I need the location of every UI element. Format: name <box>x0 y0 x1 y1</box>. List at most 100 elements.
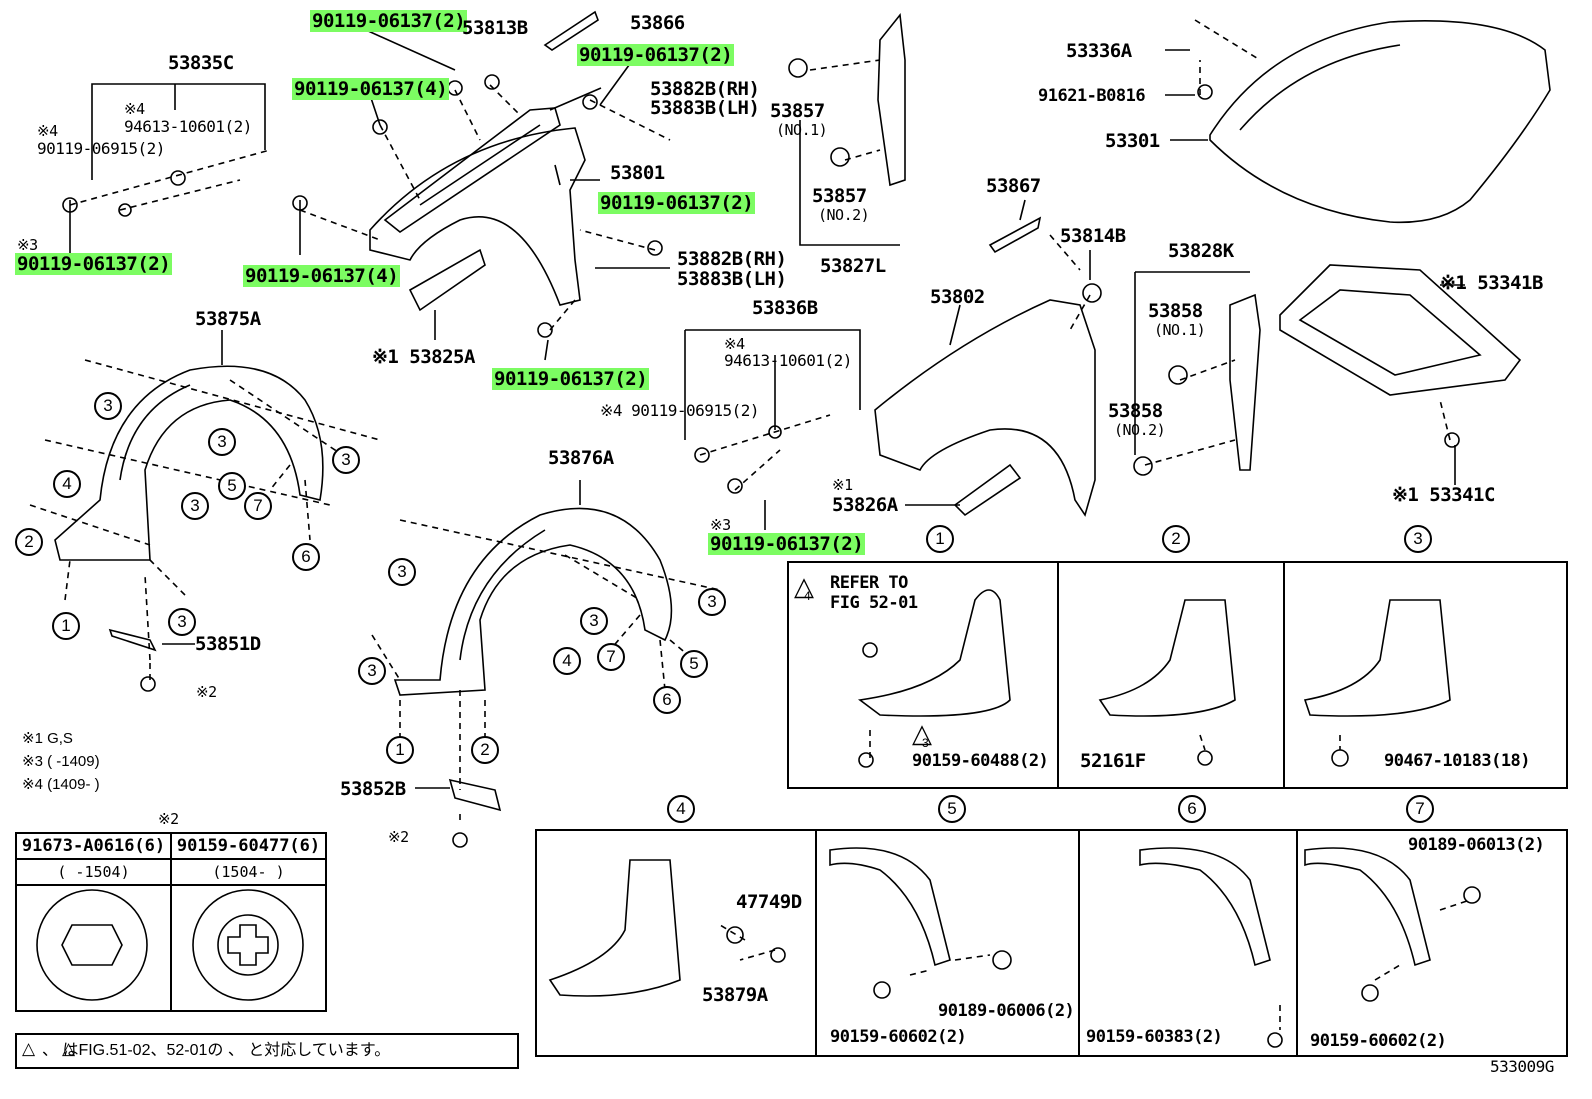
part-label-90119-06137[interactable]: 90119-06137(2) <box>708 533 866 555</box>
part-label-90159-60383: 90159-60383(2) <box>1086 1027 1223 1047</box>
mark-2: ※2 <box>196 683 217 701</box>
detail-circle-4: 4 <box>667 795 695 823</box>
detail-circle-1: 1 <box>926 525 954 553</box>
part-label-no1: (NO.1) <box>1154 321 1206 339</box>
ref-circle-1: 1 <box>386 736 414 764</box>
ref-circle-3: 3 <box>168 608 196 636</box>
tri3-icon: △ <box>912 718 932 748</box>
detail-divider <box>815 829 817 1055</box>
part-label-53851D: 53851D <box>195 633 261 655</box>
part-label-53876A: 53876A <box>548 447 614 469</box>
detail-box-upper <box>787 561 1568 789</box>
part-label-53828K: 53828K <box>1168 240 1234 262</box>
note-1: ※1 G,S <box>22 730 73 747</box>
fastener-image-1 <box>15 884 172 1012</box>
part-label-53857: 53857 <box>812 185 867 207</box>
part-label-53857: 53857 <box>770 100 825 122</box>
part-label-52161F: 52161F <box>1080 750 1146 772</box>
part-label-53866: 53866 <box>630 12 685 34</box>
tri3-number: 3 <box>922 736 929 750</box>
ref-circle-6: 6 <box>292 543 320 571</box>
part-label-53814B: 53814B <box>1060 225 1126 247</box>
part-label-53827L: 53827L <box>820 255 886 277</box>
detail-circle-3: 3 <box>1404 525 1432 553</box>
detail-circle-5: 5 <box>938 795 966 823</box>
fig-label: FIG 52-01 <box>830 593 918 613</box>
part-label-no2: (NO.2) <box>818 206 870 224</box>
part-label-90119-06137[interactable]: 90119-06137(2) <box>492 368 650 390</box>
part-label-90119-06137[interactable]: 90119-06137(4) <box>292 78 450 100</box>
part-label-90119-06137[interactable]: 90119-06137(2) <box>310 10 468 32</box>
detail-circle-6: 6 <box>1178 795 1206 823</box>
mark-3: ※3 <box>17 236 38 254</box>
ref-circle-7: 7 <box>597 643 625 671</box>
tri4-icon: △ <box>62 1039 76 1058</box>
ref-circle-3: 3 <box>332 446 360 474</box>
fastener-table: 91673-A0616(6) 90159-60477(6) ( -1504) (… <box>15 832 327 1012</box>
mark-2: ※2 <box>388 828 409 846</box>
part-label-90467-10183: 90467-10183(18) <box>1384 751 1531 771</box>
part-label-53341C: ※1 53341C <box>1392 484 1495 506</box>
detail-divider <box>1296 829 1298 1055</box>
ref-circle-3: 3 <box>208 428 236 456</box>
part-label-90189-06013: 90189-06013(2) <box>1408 835 1545 855</box>
part-label-53802: 53802 <box>930 286 985 308</box>
part-label-90159-60602: 90159-60602(2) <box>830 1027 967 1047</box>
tri4-number: 4 <box>804 589 811 603</box>
part-label-90119-06137[interactable]: 90119-06137(2) <box>15 253 173 275</box>
ref-circle-2: 2 <box>15 528 43 556</box>
fastener-part-1: 91673-A0616(6) <box>15 832 172 860</box>
part-label-90119-06137[interactable]: 90119-06137(2) <box>598 192 756 214</box>
bottom-note: 、 はFIG.51-02、52-01の 、 と対応しています。 <box>42 1042 391 1059</box>
mark-3: ※3 <box>710 516 731 534</box>
fastener-range-1: ( -1504) <box>15 858 172 886</box>
ref-circle-3: 3 <box>580 607 608 635</box>
fastener-image-2 <box>170 884 327 1012</box>
fastener-range-2: (1504- ) <box>170 858 327 886</box>
ref-circle-3: 3 <box>358 657 386 685</box>
part-label-90119-06915: ※4 90119-06915(2) <box>600 401 760 420</box>
part-label-53801: 53801 <box>610 162 665 184</box>
detail-circle-2: 2 <box>1162 525 1190 553</box>
ref-circle-3: 3 <box>181 492 209 520</box>
detail-divider <box>1057 561 1059 787</box>
detail-divider <box>1283 561 1285 787</box>
tri4-icon: △ <box>794 571 814 601</box>
ref-circle-2: 2 <box>471 736 499 764</box>
part-label-no2: (NO.2) <box>1114 421 1166 439</box>
ref-circle-6: 6 <box>653 686 681 714</box>
part-label-94613-10601: 94613-10601(2) <box>124 117 252 136</box>
part-label-no1: (NO.1) <box>776 121 828 139</box>
part-label-53341B: ※1 53341B <box>1440 272 1543 294</box>
part-label-53836B: 53836B <box>752 297 818 319</box>
note-4: ※4 (1409- ) <box>22 776 100 793</box>
part-label-53336A: 53336A <box>1066 40 1132 62</box>
part-label-53882B-RH: 53882B(RH) <box>677 248 787 270</box>
part-label-90119-06137[interactable]: 90119-06137(4) <box>243 265 401 287</box>
part-label-53882B-RH: 53882B(RH) <box>650 78 760 100</box>
part-label-53852B: 53852B <box>340 778 406 800</box>
part-label-53879A: 53879A <box>702 984 768 1006</box>
refer-to-label: REFER TO <box>830 573 908 593</box>
bottom-note-box <box>15 1033 519 1069</box>
fastener-part-2: 90159-60477(6) <box>170 832 327 860</box>
part-label-53301: 53301 <box>1105 130 1160 152</box>
part-label-90159-60602: 90159-60602(2) <box>1310 1031 1447 1051</box>
part-label-90189-06006: 90189-06006(2) <box>938 1001 1075 1021</box>
note-3: ※3 ( -1409) <box>22 753 100 770</box>
ref-circle-5: 5 <box>218 472 246 500</box>
tri3-icon: △ <box>22 1039 36 1058</box>
part-label-53835C: 53835C <box>168 52 234 74</box>
part-label-53883B-LH: 53883B(LH) <box>650 97 760 119</box>
ref-circle-3: 3 <box>698 588 726 616</box>
mark-4: ※4 <box>724 335 745 353</box>
ref-circle-3: 3 <box>94 392 122 420</box>
mark-2: ※2 <box>158 810 179 828</box>
part-label-90119-06137[interactable]: 90119-06137(2) <box>577 44 735 66</box>
part-label-53883B-LH: 53883B(LH) <box>677 268 787 290</box>
ref-circle-4: 4 <box>553 647 581 675</box>
mark-4: ※4 <box>37 122 58 140</box>
detail-divider <box>1078 829 1080 1055</box>
part-label-47749D: 47749D <box>736 891 802 913</box>
